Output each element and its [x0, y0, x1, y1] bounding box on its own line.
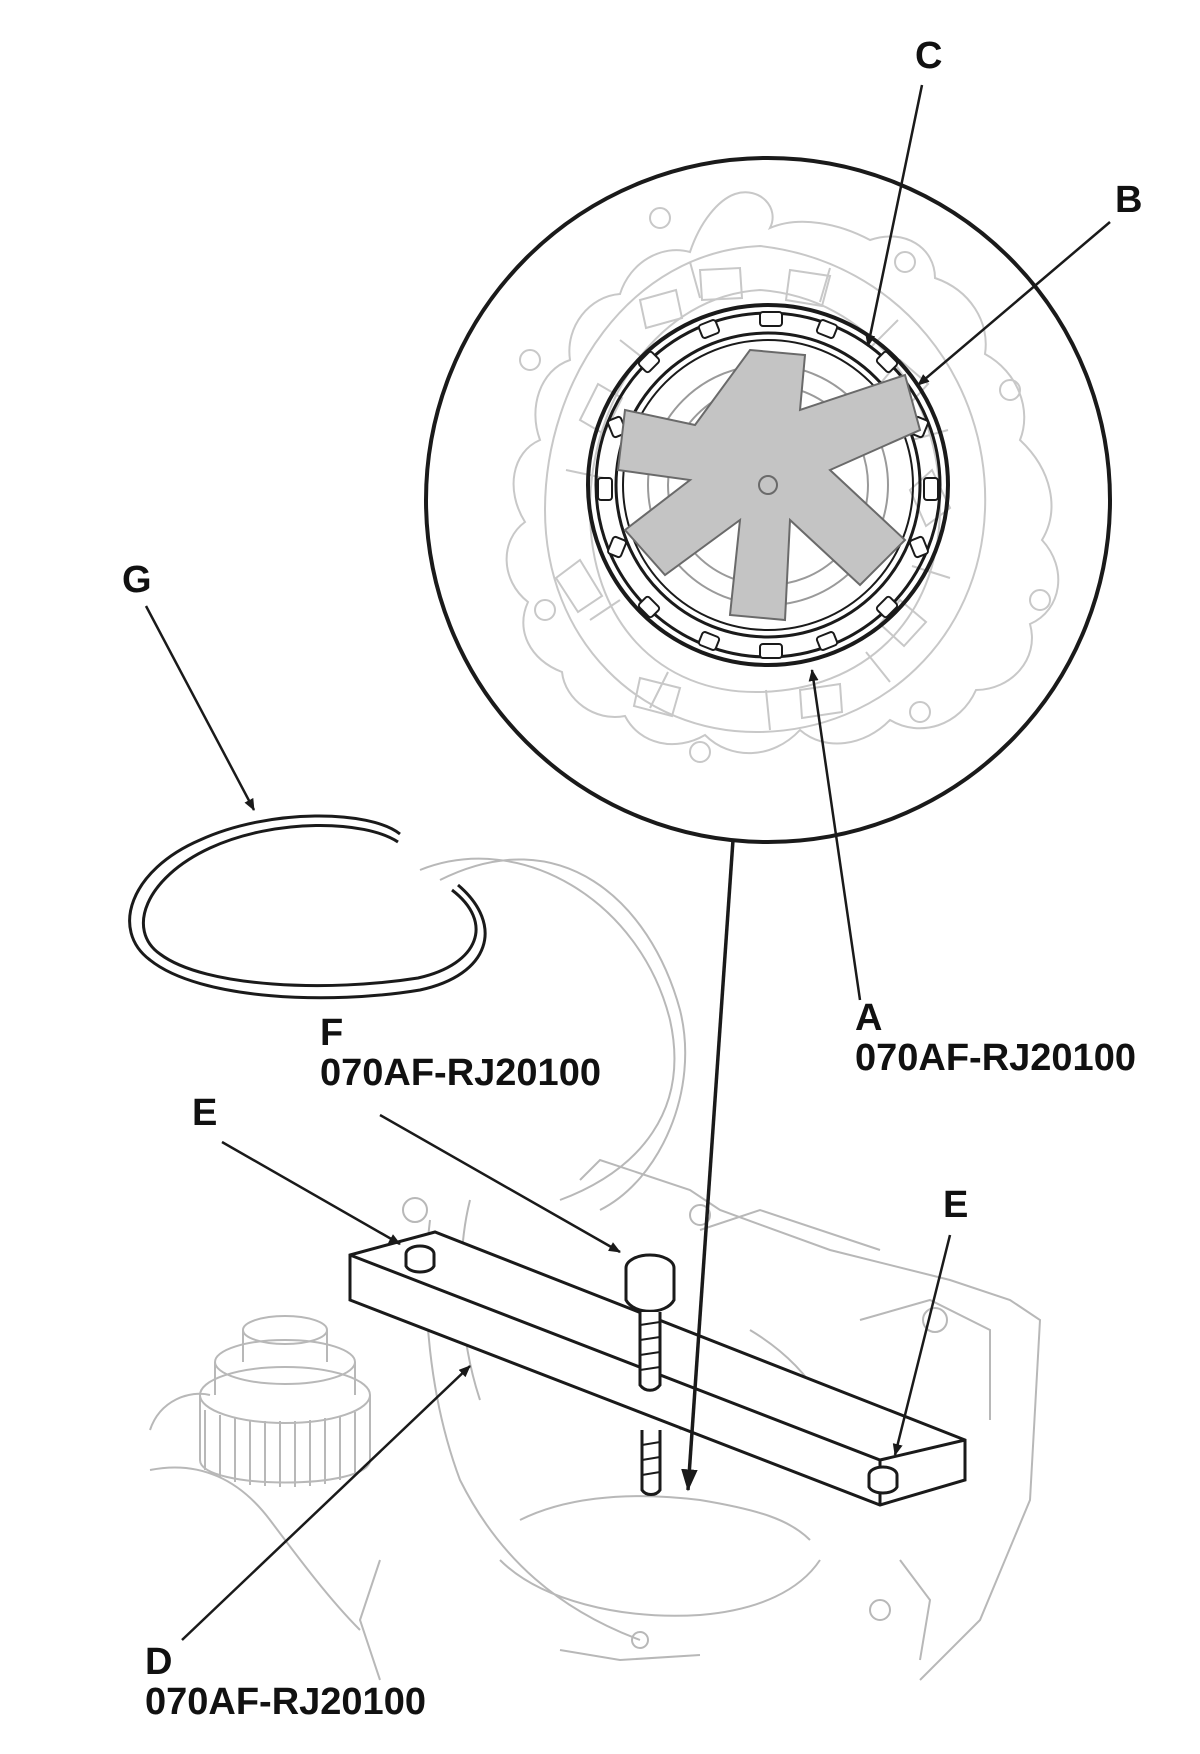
leaders	[144, 84, 1111, 1641]
gear	[199, 1315, 371, 1487]
bolt-e-right	[867, 1465, 899, 1495]
snap-ring	[128, 814, 487, 1000]
leader-e-right	[892, 1234, 952, 1456]
leader-f	[379, 1113, 621, 1254]
callout-e-left: E	[192, 1093, 217, 1133]
callout-a-code: 070AF-RJ20100	[855, 1037, 1136, 1079]
callout-d-letter: D	[145, 1641, 173, 1683]
bolt-f	[624, 1253, 676, 1496]
bolt-e-left	[404, 1244, 436, 1274]
leader-b	[917, 221, 1111, 386]
callout-b: B	[1115, 180, 1142, 220]
callout-b-letter: B	[1115, 179, 1143, 221]
callout-e-right-letter: E	[943, 1184, 969, 1226]
detail-circle	[424, 156, 1112, 844]
detail-phantom-line	[419, 857, 676, 1201]
callout-f: F 070AF-RJ20100	[320, 1013, 601, 1093]
callout-e-left-letter: E	[192, 1092, 218, 1134]
detail-view	[424, 156, 1112, 844]
leader-g	[144, 605, 256, 811]
callout-c-letter: C	[915, 35, 943, 77]
transmission-housing	[149, 858, 1042, 1681]
leader-e-left	[221, 1140, 401, 1246]
detail-pointer-arrow	[681, 839, 735, 1492]
leader-c	[865, 84, 924, 347]
callout-d-code: 070AF-RJ20100	[145, 1681, 426, 1723]
callout-a-letter: A	[855, 997, 883, 1039]
callout-e-right: E	[943, 1185, 968, 1225]
callout-g-letter: G	[122, 559, 152, 601]
callout-f-code: 070AF-RJ20100	[320, 1052, 601, 1094]
callout-d: D 070AF-RJ20100	[145, 1642, 426, 1722]
leader-d	[181, 1365, 471, 1641]
callout-c: C	[915, 36, 942, 76]
callout-g: G	[122, 560, 152, 600]
callout-f-letter: F	[320, 1012, 344, 1054]
callout-a: A 070AF-RJ20100	[855, 998, 1136, 1078]
clutch-drum	[586, 303, 950, 667]
leader-a	[808, 669, 862, 1001]
compressor-attachment	[348, 1230, 967, 1507]
